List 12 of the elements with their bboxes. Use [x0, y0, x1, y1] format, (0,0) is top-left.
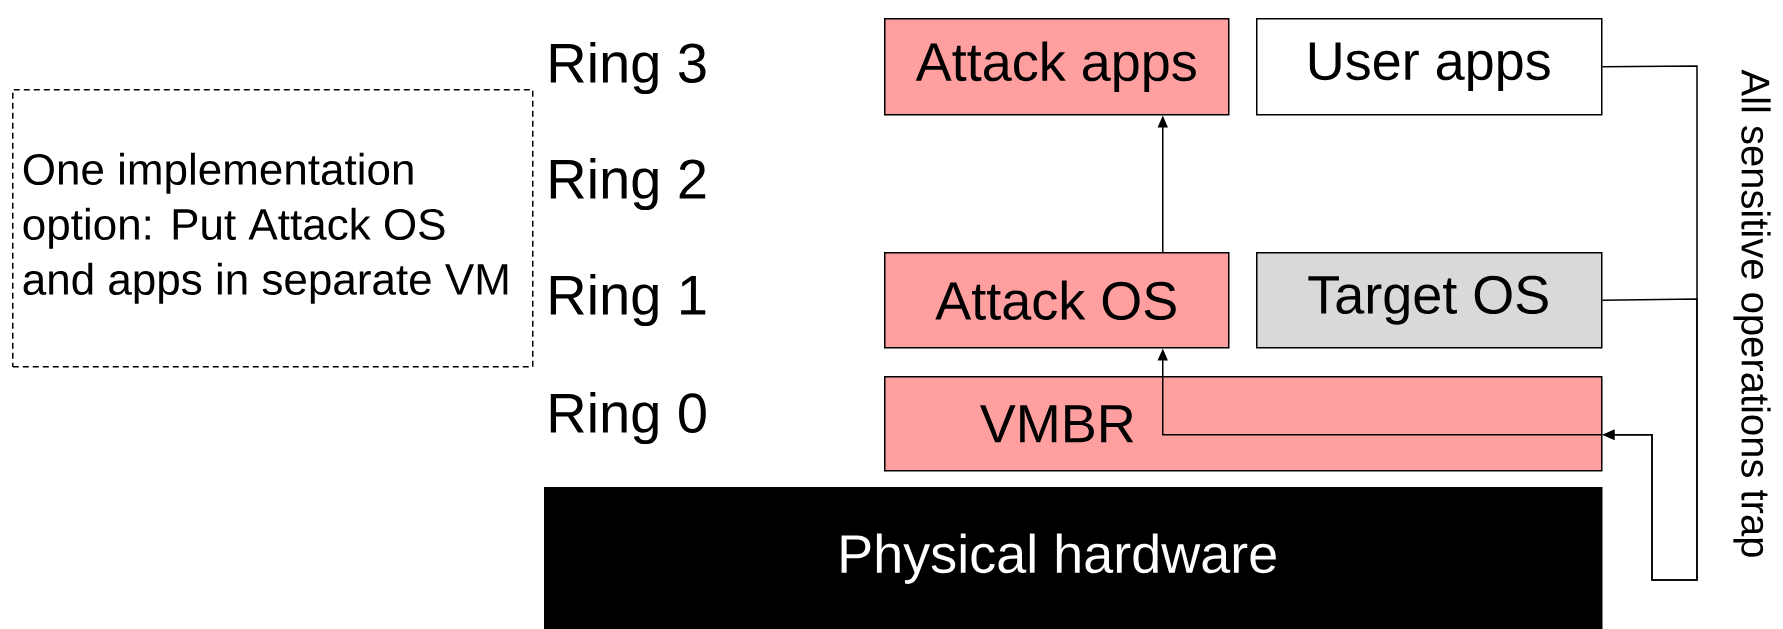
layer-box: VMBR — [884, 376, 1603, 472]
side-label: All sensitive operations trap — [1733, 69, 1771, 557]
layer-box: Attack apps — [884, 18, 1230, 116]
note-box: One implementation option: Put Attack OS and apps in separate VM — [12, 89, 534, 368]
ring-label: Ring 3 — [550, 41, 706, 95]
layer-box: User apps — [1256, 18, 1603, 116]
arrow — [1601, 298, 1698, 581]
layer-box: Target OS — [1256, 252, 1603, 349]
ring-label: Ring 1 — [550, 273, 706, 327]
hardware-block: Physical hardware — [544, 487, 1603, 629]
layer-box: Attack OS — [884, 252, 1230, 349]
ring-label: Ring 0 — [550, 391, 706, 445]
